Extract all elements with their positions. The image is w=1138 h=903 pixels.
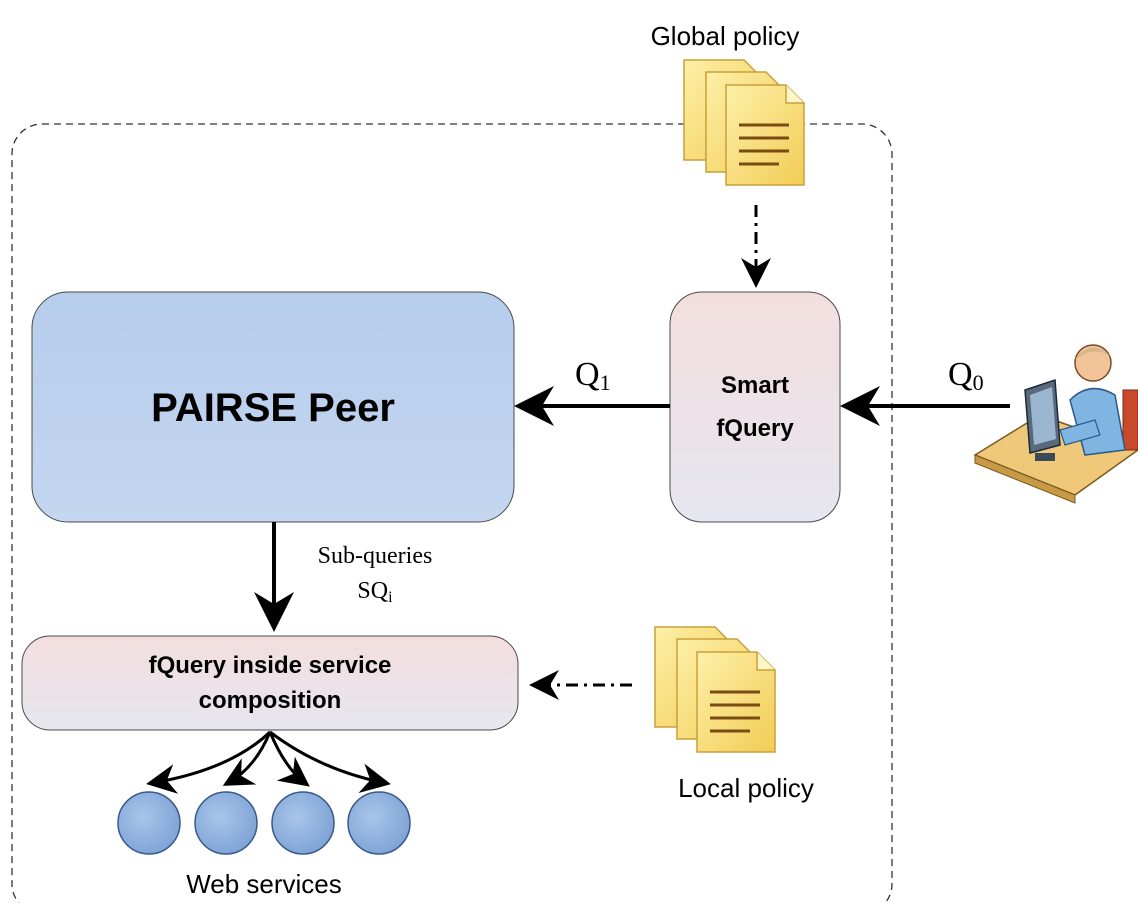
web-service-icon-1 [117,791,181,855]
q1-base: Q [575,356,600,393]
fquery-composition-label-line2: composition [199,687,342,714]
web-service-icon-3 [271,791,335,855]
q1-subscript: 1 [600,370,611,395]
user-at-computer-icon [973,344,1138,504]
web-services-label: Web services [186,869,342,899]
q0-subscript: 0 [973,370,984,395]
q1-label: Q1 [575,356,611,395]
global-policy-document-icon [683,59,805,186]
fquery-composition-box [21,635,519,731]
sqi-base: SQ [357,578,388,604]
smart-fquery-label-line2: fQuery [716,415,794,442]
web-service-icon-4 [347,791,411,855]
system-boundary [11,123,893,903]
subqueries-label-line1: Sub-queries [318,543,433,569]
service-fanout-arrows [146,730,391,794]
fquery-composition-label-line1: fQuery inside service [149,652,392,679]
global-policy-label: Global policy [651,21,800,51]
local-policy-label: Local policy [678,773,814,803]
subqueries-label-line2: SQi [357,578,393,606]
web-service-icon-2 [194,791,258,855]
sqi-subscript: i [388,589,393,606]
pairse-peer-label: PAIRSE Peer [151,386,395,430]
smart-fquery-box [669,291,841,523]
q0-base: Q [948,356,973,393]
smart-fquery-label-line1: Smart [721,372,789,399]
local-policy-document-icon [654,626,776,753]
q0-label: Q0 [948,356,984,395]
